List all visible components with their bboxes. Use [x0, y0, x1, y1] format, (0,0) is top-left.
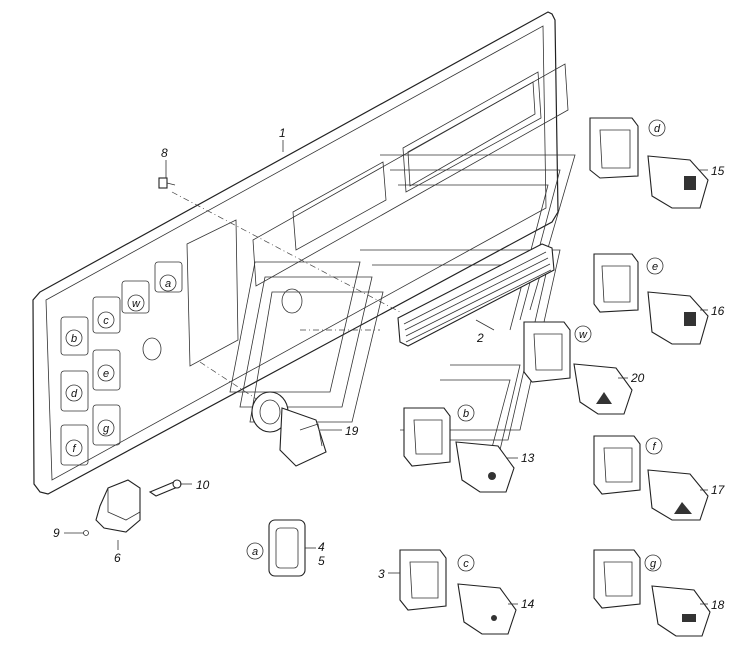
switch-letter-b-text: b [463, 408, 469, 420]
switch-letter-g: g [644, 554, 662, 572]
callout-4: 4 [318, 540, 325, 554]
leader-lines [64, 140, 708, 605]
callout-10: 10 [196, 478, 210, 492]
callout-8: 8 [161, 146, 168, 160]
rocker-switch-13 [403, 407, 515, 493]
panel-slot-w: w [121, 280, 150, 314]
switch-letter-b: b [457, 404, 475, 422]
instrument-panel [32, 11, 569, 495]
panel-slot-d-label: d [71, 388, 78, 400]
light-strip [397, 243, 555, 347]
callout-5: 5 [318, 554, 325, 568]
rocker-switch-20 [523, 321, 633, 415]
bolt [158, 177, 176, 189]
panel-slot-f: f [60, 424, 89, 466]
switch-letter-c: c [457, 554, 475, 572]
bracket-assembly [83, 479, 182, 536]
panel-slot-b-label: b [71, 333, 77, 345]
switch-letter-g-text: g [650, 558, 657, 570]
callout-3: 3 [378, 567, 385, 581]
rocker-switch-14 [399, 549, 517, 635]
switch-letter-f-text: f [652, 441, 656, 453]
callout-17: 17 [711, 483, 726, 497]
switch-letter-d: d [648, 119, 666, 137]
switch-letter-w: w [574, 325, 592, 343]
callout-1: 1 [279, 126, 286, 140]
panel-slot-d: d [60, 370, 89, 412]
switch-letter-e-text: e [652, 261, 658, 273]
callout-18: 18 [711, 598, 725, 612]
rocker-switch-16 [593, 253, 709, 345]
switch-letter-w-text: w [579, 329, 588, 341]
callout-16: 16 [711, 304, 725, 318]
callout-6: 6 [114, 551, 121, 565]
panel-slot-e: e [92, 349, 121, 391]
assembly-lines [171, 154, 576, 456]
callout-14: 14 [521, 597, 535, 611]
callout-19: 19 [345, 424, 359, 438]
callout-20: 20 [630, 371, 645, 385]
callout-15: 15 [711, 164, 725, 178]
panel-slot-f-label: f [72, 443, 76, 455]
callout-9: 9 [53, 526, 60, 540]
rocker-switch-15 [589, 117, 709, 209]
panel-slot-b: b [60, 316, 89, 356]
callout-2: 2 [476, 331, 484, 345]
rocker-switch-17 [593, 435, 709, 521]
ignition-switch [251, 391, 327, 467]
switch-frame-a [268, 519, 306, 577]
panel-slot-e-label: e [103, 368, 109, 380]
switch-letter-a-text: a [252, 546, 258, 558]
panel-slot-a: a [154, 261, 183, 293]
switch-letter-f: f [645, 437, 663, 455]
switch-letter-c-text: c [463, 558, 469, 570]
panel-slot-g-label: g [103, 423, 110, 435]
panel-slot-w-label: w [132, 298, 141, 310]
panel-slot-g: g [92, 404, 121, 446]
callout-13: 13 [521, 451, 535, 465]
switch-letter-a: a [246, 542, 264, 560]
switch-letter-e: e [646, 257, 664, 275]
rocker-switch-18 [593, 549, 711, 637]
panel-slot-c: c [92, 296, 121, 334]
panel-slot-c-label: c [103, 315, 109, 327]
switch-letter-d-text: d [654, 123, 661, 135]
panel-slot-a-label: a [165, 278, 171, 290]
